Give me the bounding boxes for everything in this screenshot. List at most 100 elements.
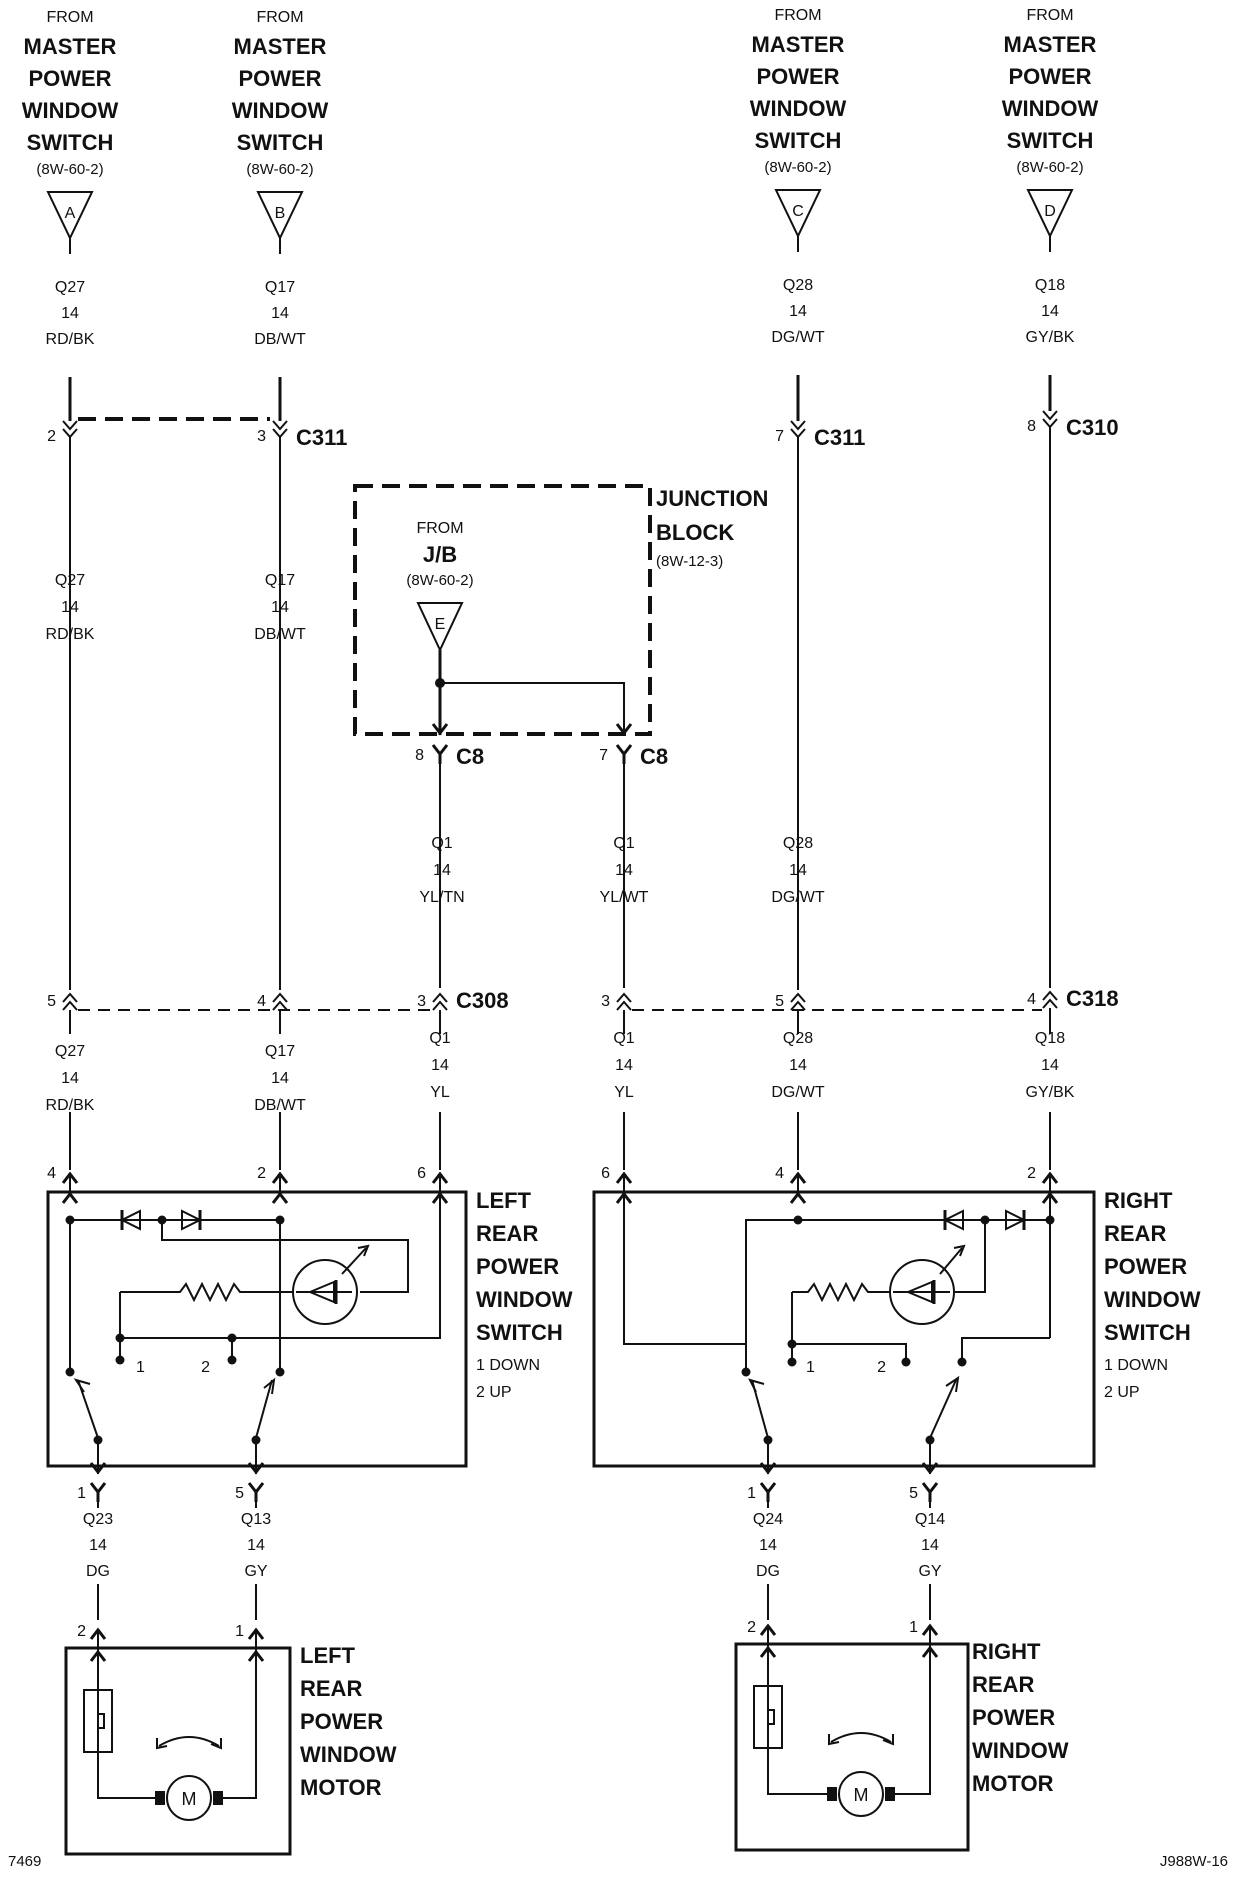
wire-gauge-label: 14	[271, 305, 289, 322]
lower-connector-symbol	[272, 1000, 288, 1011]
switch-pin-label: 2	[257, 1165, 266, 1182]
splice-dot	[435, 678, 445, 688]
splice-dot	[275, 1367, 285, 1377]
splice-dot	[157, 1215, 167, 1225]
junction-block-label: JUNCTION	[656, 486, 768, 511]
switch-pin-label: 5	[909, 1485, 918, 1502]
switch-entry-arrow	[431, 1191, 449, 1204]
switch-blade-arrow	[263, 1377, 276, 1395]
splice-dot	[65, 1367, 75, 1377]
wire-circuit-label: Q28	[783, 1030, 813, 1047]
illumination-lamp	[292, 1259, 358, 1325]
motor-internal-wire	[97, 1654, 163, 1799]
lower-connector-symbol	[1042, 990, 1058, 1001]
source-name-label: SWITCH	[755, 128, 842, 153]
connector-pin-label: 7	[775, 428, 784, 445]
wire-circuit-label: Q17	[265, 1043, 295, 1060]
junction-block-outline	[353, 484, 652, 736]
motor-name-label: POWER	[972, 1705, 1055, 1730]
breaker-element	[767, 1686, 775, 1748]
connector-pin-label: 3	[257, 428, 266, 445]
resistor-symbol	[120, 1281, 293, 1303]
lower-connector-symbol	[616, 1000, 632, 1011]
switch-name-label: REAR	[1104, 1221, 1166, 1246]
motor-entry-arrow	[759, 1645, 777, 1658]
motor-pin-label: 2	[747, 1619, 756, 1636]
top-connector-symbol	[272, 420, 288, 431]
motor-name-label: POWER	[300, 1709, 383, 1734]
source-name-label: MASTER	[1004, 32, 1097, 57]
wire-circuit-label: Q28	[783, 277, 813, 294]
connector-pin-label: 7	[599, 747, 608, 764]
motor-name-label: RIGHT	[972, 1639, 1041, 1664]
wire-color-label: DB/WT	[254, 331, 306, 348]
footer-figure-number: 7469	[8, 1853, 41, 1870]
splice-dot	[957, 1357, 967, 1367]
source-name-label: WINDOW	[750, 96, 847, 121]
source-name-label: WINDOW	[1002, 96, 1099, 121]
wire-gauge-label: 14	[271, 1070, 289, 1087]
lamp-arrow-head	[953, 1244, 966, 1257]
lower-connector-symbol	[1042, 998, 1058, 1009]
splice-dot	[1045, 1215, 1055, 1225]
source-name-label: POWER	[1008, 64, 1091, 89]
connector-name-label: C8	[640, 744, 668, 769]
source-name-label: MASTER	[752, 32, 845, 57]
wire-gauge-label: 14	[759, 1537, 777, 1554]
wire-color-label: DG/WT	[771, 329, 825, 346]
wire-gauge-label: 14	[433, 862, 451, 879]
top-connector-symbol	[1042, 410, 1058, 421]
switch-blade-arrow	[945, 1375, 960, 1393]
wire-circuit-label: Q17	[265, 572, 295, 589]
motor-pin-label: 2	[77, 1623, 86, 1640]
source-name-label: POWER	[756, 64, 839, 89]
lower-connector-symbol	[62, 992, 78, 1003]
rotation-arc	[158, 1736, 220, 1747]
switch-internal-wire	[955, 1220, 986, 1293]
motor-name-label: REAR	[972, 1672, 1034, 1697]
wire-color-label: DG	[756, 1563, 780, 1580]
switch-blade	[929, 1379, 957, 1439]
diode-symbol	[181, 1209, 203, 1231]
wire-circuit-label: Q28	[783, 835, 813, 852]
switch-entry-arrow	[615, 1191, 633, 1204]
right-motor-box	[734, 1642, 970, 1852]
wire-color-label: DG/WT	[771, 889, 825, 906]
source-tag-label: D	[1044, 203, 1056, 220]
connector-pin-label: 5	[47, 993, 56, 1010]
connector-name-label: C310	[1066, 415, 1119, 440]
switch-internal-wire	[792, 1343, 907, 1362]
right-switch-box	[592, 1190, 1096, 1468]
switch-internal-wire	[745, 1219, 798, 1372]
switch-blade-arrow	[748, 1378, 765, 1393]
splice-dot	[787, 1357, 797, 1367]
breaker-element	[97, 1690, 105, 1752]
circuit-breaker-symbol	[83, 1689, 113, 1753]
wire-color-label: YL	[614, 1084, 634, 1101]
switch-legend-label: 2 UP	[1104, 1384, 1140, 1401]
wire-color-label: RD/BK	[46, 331, 95, 348]
component-group	[46, 484, 1096, 1856]
wire-color-label: DG/WT	[771, 1084, 825, 1101]
source-triangle	[1026, 189, 1074, 239]
wire-circuit-label: Q27	[55, 1043, 85, 1060]
wire-circuit-label: Q1	[429, 1030, 450, 1047]
footer-diagram-id: J988W-16	[1160, 1853, 1228, 1870]
switch-contact-label: 1	[136, 1359, 145, 1376]
switch-contact-label: 2	[877, 1359, 886, 1376]
source-tag-label: C	[792, 203, 804, 220]
wire-circuit-label: Q1	[613, 835, 634, 852]
diode-symbol	[119, 1209, 141, 1231]
wire-gauge-label: 14	[61, 305, 79, 322]
wire-circuit-label: Q13	[241, 1511, 271, 1528]
jb-tag-label: E	[435, 616, 446, 633]
wire-gauge-label: 14	[921, 1537, 939, 1554]
c8-connector-symbol	[615, 744, 633, 764]
wire-circuit-label: Q18	[1035, 1030, 1065, 1047]
source-name-label: MASTER	[234, 34, 327, 59]
splice-dot	[901, 1357, 911, 1367]
lower-connector-symbol	[432, 992, 448, 1003]
source-from-label: FROM	[256, 9, 303, 26]
motor-name-label: LEFT	[300, 1643, 356, 1668]
